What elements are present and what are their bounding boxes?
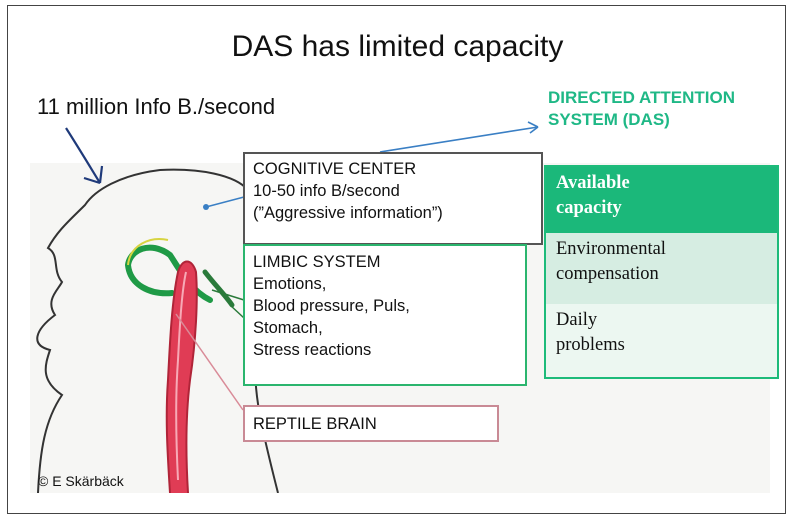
limbic-arc-right [202, 269, 235, 308]
info-rate-label: 11 million Info B./second [37, 94, 276, 119]
reptile-connector [175, 313, 244, 411]
reptile-label: REPTILE BRAIN [253, 415, 377, 433]
limbic-arc-inner [127, 238, 169, 266]
cognitive-center-box: COGNITIVE CENTER 10-50 info B/second (”A… [243, 152, 543, 245]
reptile-brain-box: REPTILE BRAIN [243, 405, 499, 442]
slide-border [7, 5, 786, 514]
cognitive-line1: COGNITIVE CENTER [253, 160, 417, 178]
limbic-line2: Emotions, [253, 275, 327, 293]
das-label: DIRECTED ATTENTION SYSTEM (DAS) [548, 87, 778, 131]
capacity-row2-line1: Daily [556, 310, 598, 330]
capacity-row-environmental: Environmental compensation [546, 233, 777, 304]
copyright-label: © E Skärbäck [38, 473, 124, 489]
capacity-panel: Available capacity Environmental compens… [544, 165, 779, 379]
das-label-line2: SYSTEM (DAS) [548, 110, 670, 129]
capacity-row1-line2: compensation [556, 264, 659, 284]
capacity-row1-line1: Environmental [556, 239, 666, 259]
limbic-line5: Stress reactions [253, 341, 372, 359]
cognitive-line3: (”Aggressive information”) [253, 204, 443, 222]
cognitive-line2: 10-50 info B/second [253, 182, 400, 200]
limbic-system-box: LIMBIC SYSTEM Emotions, Blood pressure, … [243, 244, 527, 386]
capacity-header: Available capacity [546, 167, 777, 233]
spine [165, 260, 198, 493]
cognitive-connector [205, 196, 245, 208]
limbic-line3: Blood pressure, Puls, [253, 297, 410, 315]
capacity-row-daily: Daily problems [546, 304, 777, 377]
slide-title: DAS has limited capacity [231, 30, 564, 63]
spine-highlight [175, 271, 187, 481]
capacity-header-line2: capacity [556, 198, 622, 218]
limbic-line1: LIMBIC SYSTEM [253, 253, 381, 271]
limbic-connector-2 [229, 304, 245, 319]
head-outline [36, 168, 249, 493]
capacity-row2-line2: problems [556, 335, 625, 355]
capacity-header-line1: Available [556, 173, 630, 193]
das-label-line1: DIRECTED ATTENTION [548, 88, 735, 107]
limbic-line4: Stomach, [253, 319, 323, 337]
limbic-connector-1 [211, 289, 245, 301]
